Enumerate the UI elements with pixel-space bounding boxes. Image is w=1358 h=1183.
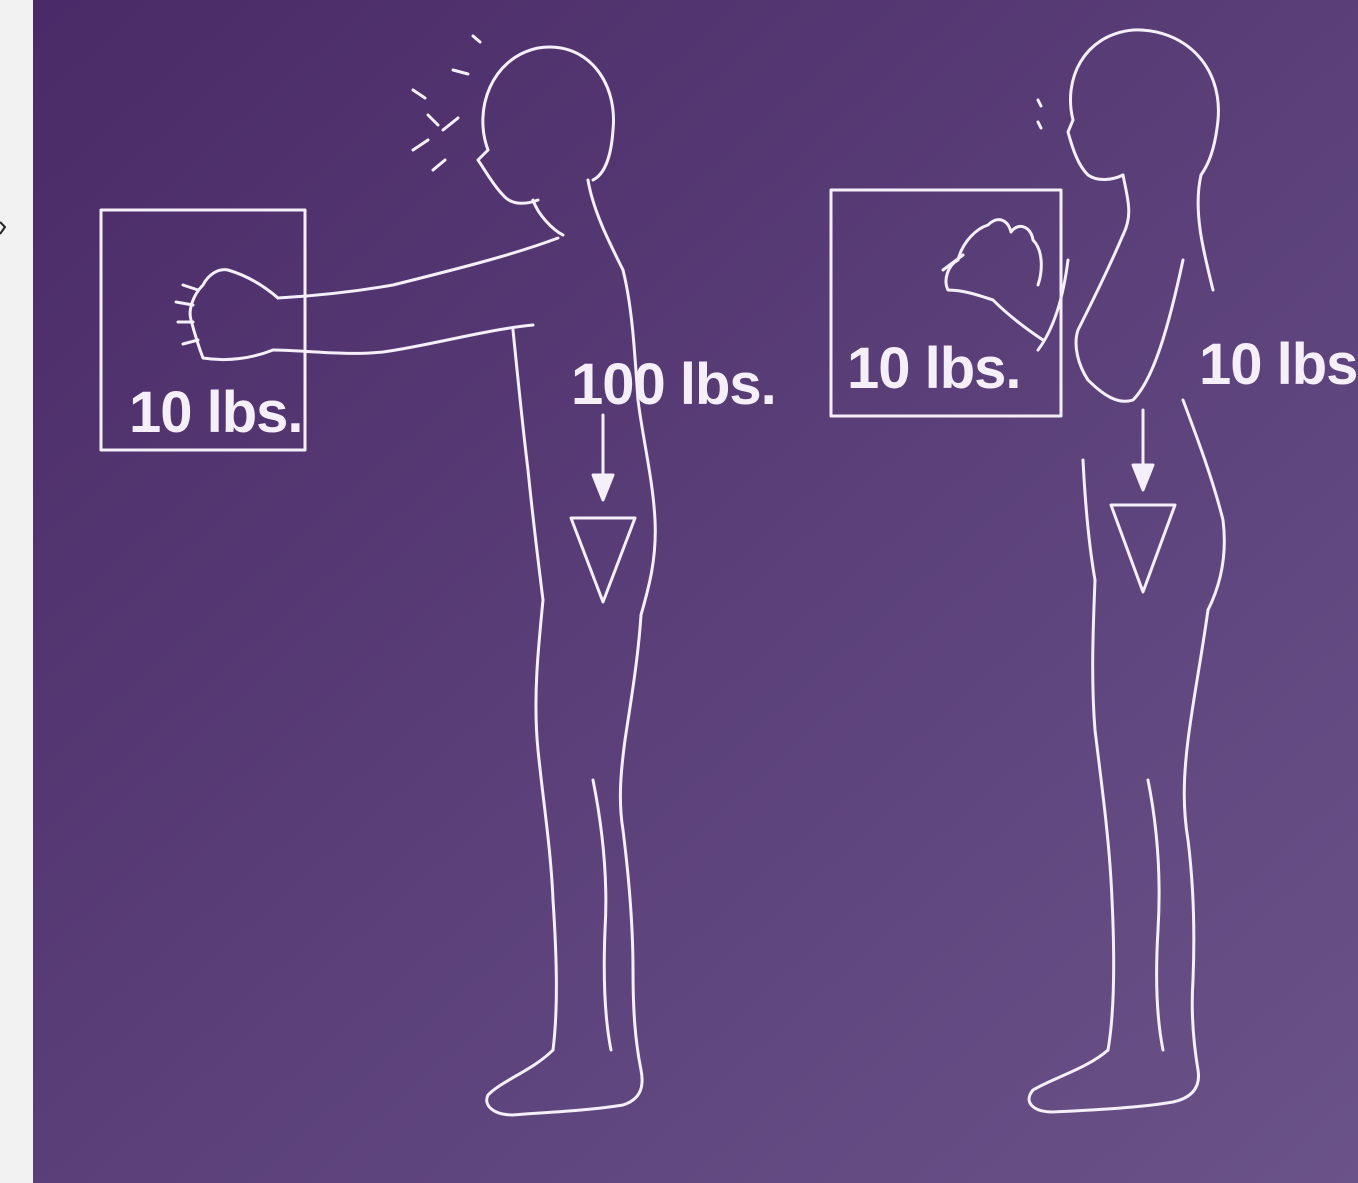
illustration-panel: 10 lbs. 100 lbs. 10 lbs. 10 lbs xyxy=(33,0,1358,1183)
panel-background xyxy=(33,0,1358,1183)
left-body-weight-label: 100 lbs. xyxy=(571,356,776,414)
left-edge-mark xyxy=(0,212,6,242)
right-object-weight-label: 10 lbs. xyxy=(847,340,1021,398)
edge-chevron-icon xyxy=(0,212,6,242)
right-body-weight-label: 10 lbs xyxy=(1199,336,1357,394)
figures-drawing xyxy=(33,0,1358,1183)
left-object-weight-label: 10 lbs. xyxy=(129,384,303,442)
